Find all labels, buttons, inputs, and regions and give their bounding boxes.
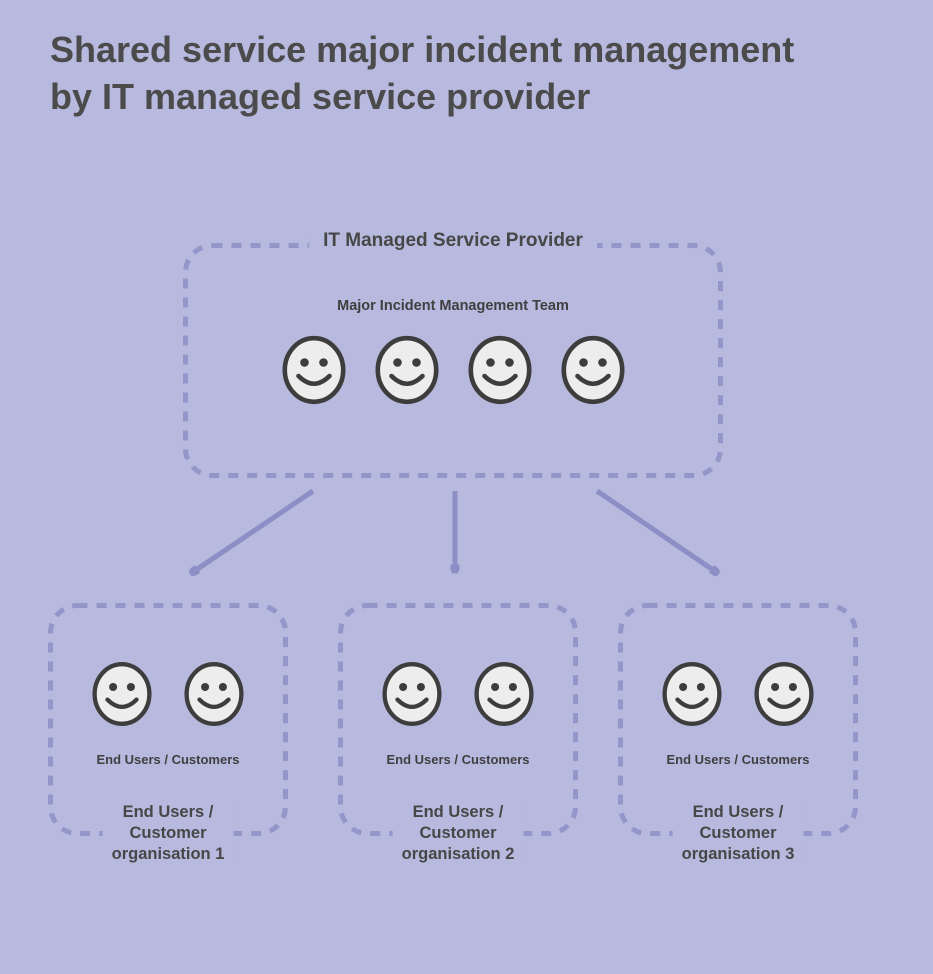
diagram-title-line2: by IT managed service provider xyxy=(50,76,591,117)
smiley-face-icon xyxy=(92,661,152,727)
smiley-face-icon xyxy=(374,335,439,405)
smiley-face-icon xyxy=(281,335,346,405)
dashed-border xyxy=(618,603,858,836)
provider-box: IT Managed Service Provider Major Incide… xyxy=(183,230,723,478)
end-users-label: End Users / Customers xyxy=(96,752,240,767)
end-users-label: End Users / Customers xyxy=(386,752,530,767)
smiley-face-icon xyxy=(474,661,534,727)
smiley-face-icon xyxy=(382,661,442,727)
dashed-border xyxy=(183,243,723,478)
arrow-provider-to-org1 xyxy=(193,488,315,572)
flow-arrows xyxy=(0,488,933,600)
smiley-face-icon xyxy=(662,661,722,727)
dashed-border xyxy=(338,603,578,836)
smiley-face-icon xyxy=(467,335,532,405)
arrow-provider-to-org3 xyxy=(595,488,716,572)
smiley-face-icon xyxy=(754,661,814,727)
end-users-group xyxy=(48,661,288,727)
diagram-title: Shared service major incident management… xyxy=(50,26,794,120)
customer-org-caption-3: End Users / Customer organisation 3 xyxy=(672,800,804,867)
provider-box-label: IT Managed Service Provider xyxy=(309,230,597,252)
end-users-group xyxy=(338,661,578,727)
customer-org-box-1: End Users / Customers End Users / Custom… xyxy=(48,603,288,867)
end-users-label: End Users / Customers xyxy=(666,752,810,767)
team-label: Major Incident Management Team xyxy=(337,298,569,314)
dashed-border xyxy=(48,603,288,836)
team-members-group xyxy=(183,335,723,405)
customer-org-caption-2: End Users / Customer organisation 2 xyxy=(392,800,524,867)
smiley-face-icon xyxy=(184,661,244,727)
diagram-title-line1: Shared service major incident management xyxy=(50,29,795,70)
customer-org-box-2: End Users / Customers End Users / Custom… xyxy=(338,603,578,867)
customer-org-box-3: End Users / Customers End Users / Custom… xyxy=(618,603,858,867)
smiley-face-icon xyxy=(560,335,625,405)
customer-org-caption-1: End Users / Customer organisation 1 xyxy=(102,800,234,867)
end-users-group xyxy=(618,661,858,727)
